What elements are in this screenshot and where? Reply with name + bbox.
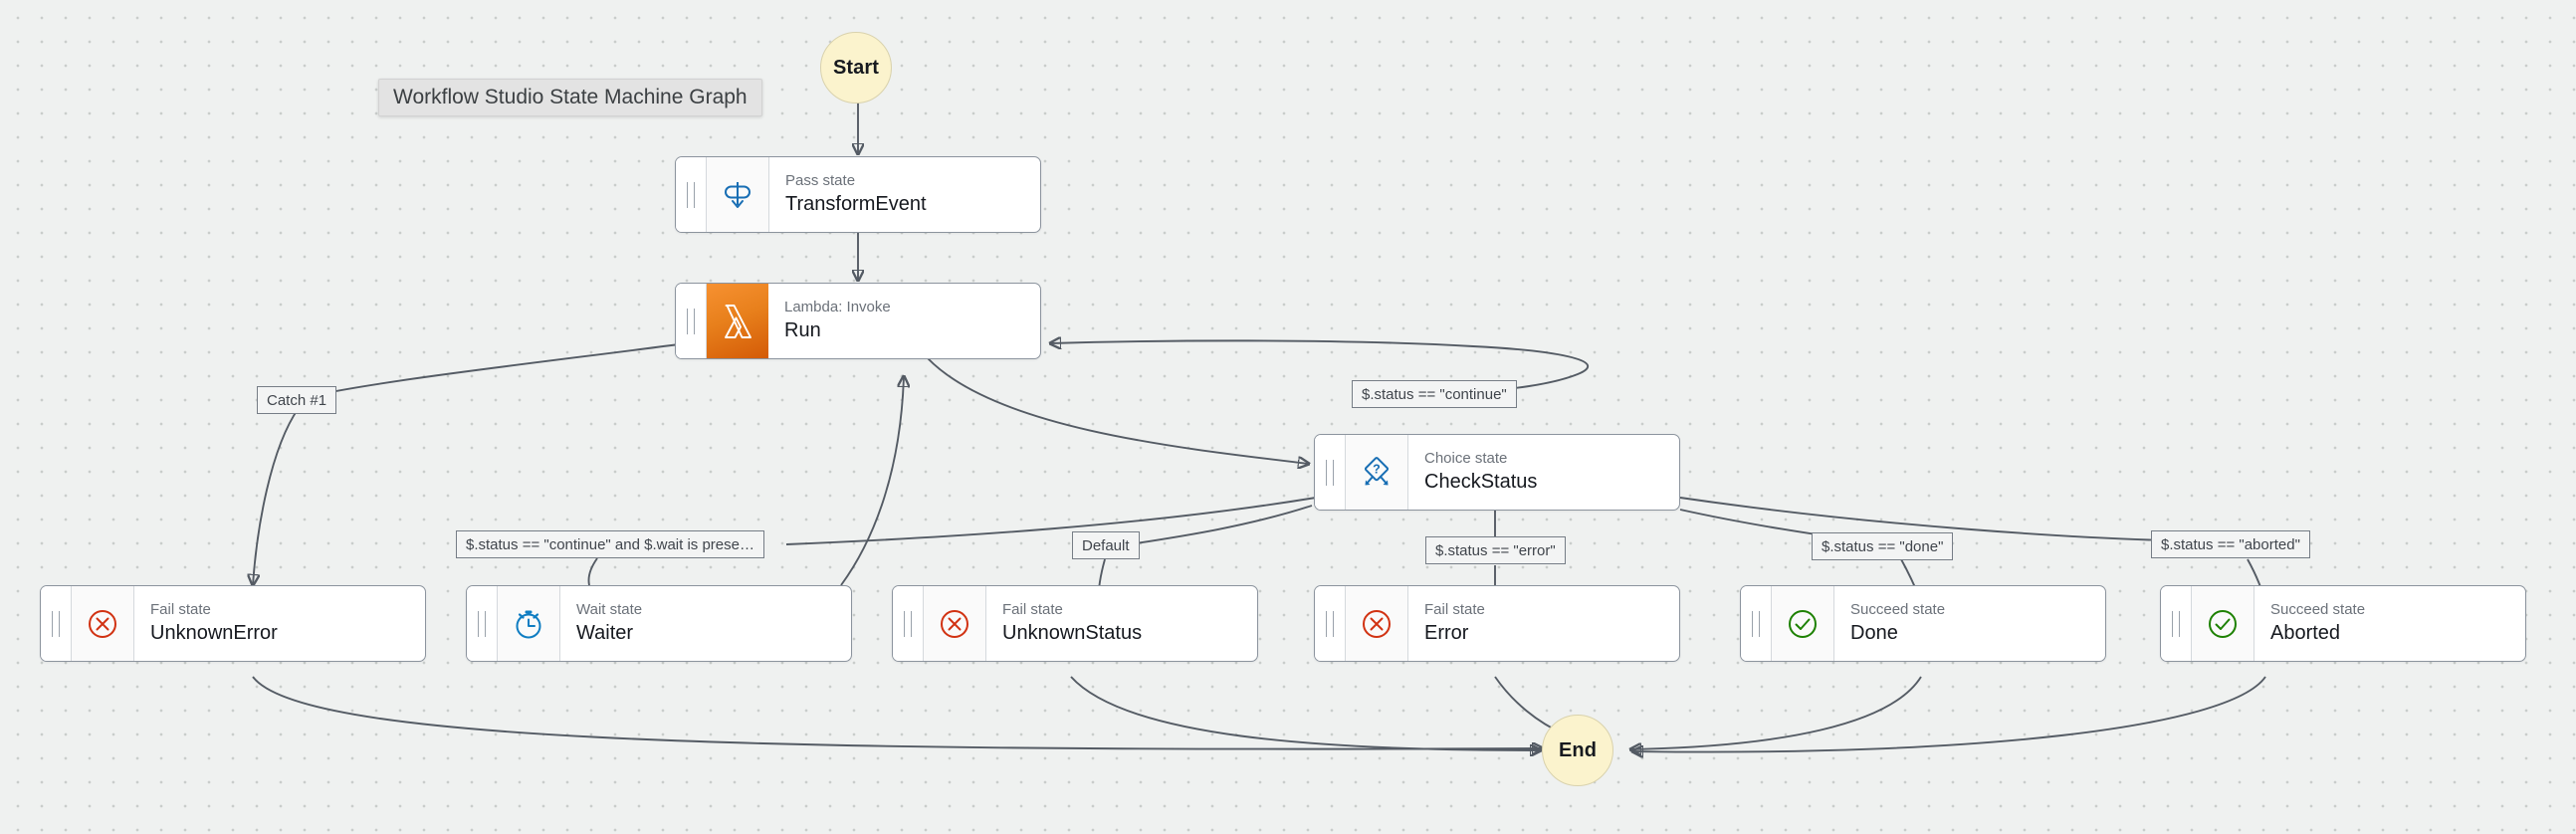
aws-lambda-icon bbox=[707, 284, 768, 358]
page-title: Workflow Studio State Machine Graph bbox=[393, 86, 748, 108]
node-name-transformevent: TransformEvent bbox=[785, 192, 927, 215]
drag-handle-waiter[interactable] bbox=[467, 586, 498, 661]
edge-catch1-to-unknownerror bbox=[253, 407, 300, 585]
node-labels-run: Lambda: Invoke Run bbox=[768, 284, 1040, 358]
graph-title-chip: Workflow Studio State Machine Graph bbox=[378, 79, 762, 116]
drag-handle-done[interactable] bbox=[1741, 586, 1772, 661]
node-labels-waiter: Wait state Waiter bbox=[560, 586, 851, 661]
node-name-aborted: Aborted bbox=[2270, 621, 2341, 644]
state-node-waiter[interactable]: Wait state Waiter bbox=[466, 585, 852, 662]
end-node-label: End bbox=[1558, 738, 1598, 761]
succeed-state-icon bbox=[2192, 586, 2254, 661]
drag-handle-error[interactable] bbox=[1315, 586, 1346, 661]
drag-handle-run[interactable] bbox=[676, 284, 707, 358]
drag-handle-aborted[interactable] bbox=[2161, 586, 2192, 661]
edge-run-to-catch1 bbox=[320, 343, 680, 395]
fail-state-icon bbox=[924, 586, 986, 661]
node-type-unknownerror: Fail state bbox=[150, 601, 211, 619]
node-type-error: Fail state bbox=[1424, 601, 1485, 619]
state-node-run[interactable]: Lambda: Invoke Run bbox=[675, 283, 1041, 359]
node-labels-error: Fail state Error bbox=[1408, 586, 1679, 661]
start-node-label: Start bbox=[832, 56, 880, 79]
edge-label-default[interactable]: Default bbox=[1072, 531, 1140, 559]
node-type-done: Succeed state bbox=[1850, 601, 1946, 619]
node-type-checkstatus: Choice state bbox=[1424, 450, 1508, 468]
edge-unknownstatus-to-end bbox=[1070, 676, 1541, 750]
node-type-unknownstatus: Fail state bbox=[1002, 601, 1063, 619]
edge-aborted-to-end bbox=[1632, 676, 2266, 752]
node-type-transformevent: Pass state bbox=[785, 172, 856, 190]
node-type-waiter: Wait state bbox=[576, 601, 643, 619]
edge-waiter-to-run bbox=[840, 376, 904, 586]
state-node-checkstatus[interactable]: ? Choice state CheckStatus bbox=[1314, 434, 1680, 511]
node-labels-unknownerror: Fail state UnknownError bbox=[134, 586, 425, 661]
edge-label-aborted[interactable]: $.status == "aborted" bbox=[2151, 530, 2310, 558]
fail-state-icon bbox=[1346, 586, 1408, 661]
succeed-state-icon bbox=[1772, 586, 1834, 661]
node-name-unknownstatus: UnknownStatus bbox=[1002, 621, 1143, 644]
drag-handle-checkstatus[interactable] bbox=[1315, 435, 1346, 510]
node-labels-aborted: Succeed state Aborted bbox=[2254, 586, 2525, 661]
state-node-unknownstatus[interactable]: Fail state UnknownStatus bbox=[892, 585, 1258, 662]
state-node-transformevent[interactable]: Pass state TransformEvent bbox=[675, 156, 1041, 233]
choice-state-icon: ? bbox=[1346, 435, 1408, 510]
edge-label-catch1[interactable]: Catch #1 bbox=[257, 386, 337, 414]
state-node-done[interactable]: Succeed state Done bbox=[1740, 585, 2106, 662]
edge-label-continue-and-wait[interactable]: $.status == "continue" and $.wait is pre… bbox=[456, 530, 764, 558]
node-name-run: Run bbox=[784, 318, 821, 341]
drag-handle-unknownstatus[interactable] bbox=[893, 586, 924, 661]
state-node-error[interactable]: Fail state Error bbox=[1314, 585, 1680, 662]
edge-label-done[interactable]: $.status == "done" bbox=[1812, 532, 1954, 560]
node-labels-done: Succeed state Done bbox=[1834, 586, 2105, 661]
node-labels-checkstatus: Choice state CheckStatus bbox=[1408, 435, 1679, 510]
state-node-unknownerror[interactable]: Fail state UnknownError bbox=[40, 585, 426, 662]
edge-run-to-checkstatus bbox=[927, 357, 1309, 464]
edge-unknownerror-to-end bbox=[252, 676, 1543, 749]
start-node[interactable]: Start bbox=[820, 32, 892, 104]
node-name-waiter: Waiter bbox=[576, 621, 634, 644]
edge-label-continue[interactable]: $.status == "continue" bbox=[1352, 380, 1517, 408]
wait-state-icon bbox=[498, 586, 560, 661]
node-name-unknownerror: UnknownError bbox=[150, 621, 278, 644]
edge-checkstatus-to-defaultlabel bbox=[1122, 505, 1313, 546]
edge-label-error[interactable]: $.status == "error" bbox=[1425, 536, 1566, 564]
node-name-error: Error bbox=[1424, 621, 1469, 644]
node-name-done: Done bbox=[1850, 621, 1898, 644]
fail-state-icon bbox=[72, 586, 134, 661]
end-node[interactable]: End bbox=[1542, 715, 1613, 786]
edge-done-to-end bbox=[1630, 676, 1922, 749]
node-labels-unknownstatus: Fail state UnknownStatus bbox=[986, 586, 1257, 661]
drag-handle-transformevent[interactable] bbox=[676, 157, 707, 232]
node-name-checkstatus: CheckStatus bbox=[1424, 470, 1538, 493]
node-type-aborted: Succeed state bbox=[2270, 601, 2366, 619]
drag-handle-unknownerror[interactable] bbox=[41, 586, 72, 661]
state-node-aborted[interactable]: Succeed state Aborted bbox=[2160, 585, 2526, 662]
edge-checkstatus-to-waitlabel bbox=[785, 497, 1317, 545]
node-labels-transformevent: Pass state TransformEvent bbox=[769, 157, 1040, 232]
pass-state-icon bbox=[707, 157, 769, 232]
svg-text:?: ? bbox=[1373, 462, 1381, 476]
node-type-run: Lambda: Invoke bbox=[784, 299, 891, 316]
